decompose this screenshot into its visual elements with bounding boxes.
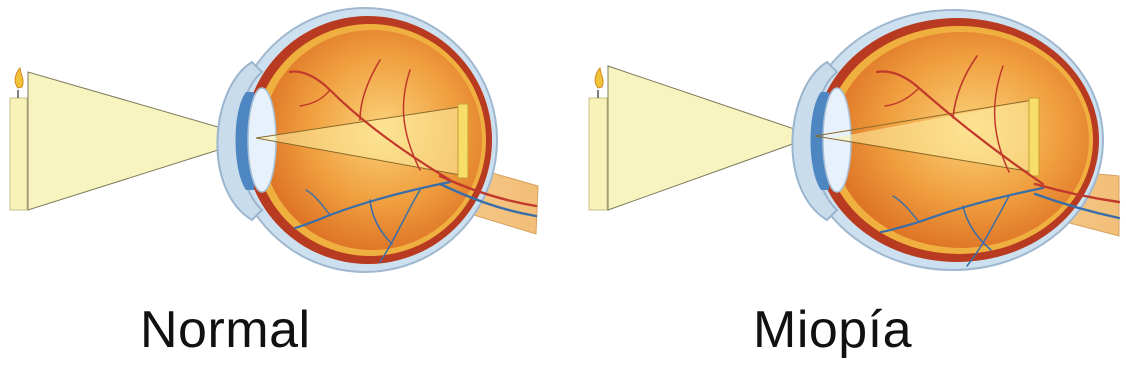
flame-icon	[595, 68, 603, 88]
light-cone-incoming	[608, 66, 815, 210]
retina-focus	[458, 104, 468, 178]
caption-miopia: Miopía	[753, 300, 912, 360]
retina-focus	[1029, 98, 1039, 176]
diagram-normal: Normal	[0, 0, 563, 379]
candle-icon	[10, 98, 27, 210]
caption-normal: Normal	[140, 300, 311, 360]
flame-icon	[15, 68, 23, 88]
candle-icon	[589, 98, 607, 210]
diagram-miopia: Miopía	[563, 0, 1126, 379]
